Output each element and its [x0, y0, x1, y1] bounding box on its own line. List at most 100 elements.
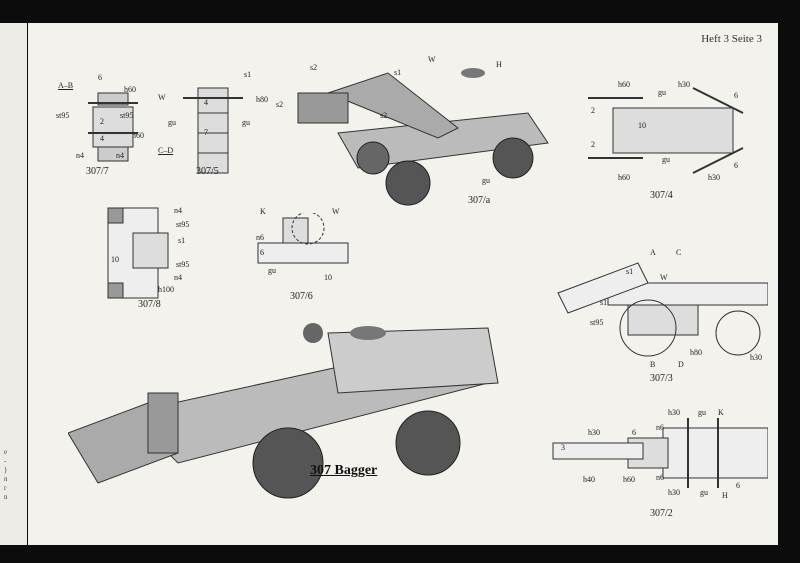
part-label: s2	[380, 111, 388, 120]
part-label: h80	[690, 348, 702, 357]
part-label: st95	[590, 318, 604, 327]
figure-caption: 307/a	[468, 195, 491, 206]
part-label: h60	[618, 80, 630, 89]
part-label: h30	[750, 353, 762, 362]
diagram-307-6	[257, 213, 349, 264]
illustration-307-bagger	[68, 323, 499, 499]
part-label: 6	[260, 248, 264, 257]
part-label: 4	[204, 98, 208, 107]
edge-char: r	[4, 484, 7, 492]
part-label: n4	[76, 151, 84, 160]
part-label: 4	[100, 134, 104, 143]
part-label: st95	[176, 260, 190, 269]
part-label: 10	[111, 255, 119, 264]
part-label: W	[660, 273, 668, 282]
part-label: 3	[561, 443, 565, 452]
figure-caption: 307/8	[138, 299, 161, 310]
part-label: h80	[256, 95, 268, 104]
part-label: W	[428, 55, 436, 64]
diagram-307-4	[588, 87, 744, 174]
part-label: h30	[588, 428, 600, 437]
part-label: H	[722, 491, 728, 500]
part-label: 6	[632, 428, 636, 437]
part-label: H	[496, 60, 502, 69]
part-label: gu	[700, 488, 708, 497]
figure-caption: 307/3	[650, 373, 673, 384]
part-label: h100	[158, 285, 174, 294]
part-label: h30	[668, 488, 680, 497]
part-label: h30	[668, 408, 680, 417]
part-label: s2	[310, 63, 318, 72]
part-label: h40	[583, 475, 595, 484]
part-label: gu	[658, 88, 666, 97]
diagram-307-7	[88, 92, 138, 162]
edge-char: }	[4, 466, 8, 474]
part-label: gu	[482, 176, 490, 185]
part-label: s1	[394, 68, 402, 77]
part-label: 6	[736, 481, 740, 490]
diagram-307-3	[557, 262, 768, 357]
figure-caption: 307/4	[650, 190, 673, 201]
part-label: 6	[734, 91, 738, 100]
part-label: W	[332, 207, 340, 216]
part-label: 6	[734, 161, 738, 170]
part-label: st95	[176, 220, 190, 229]
part-label: D	[678, 360, 684, 369]
part-label: n6	[256, 233, 264, 242]
diagram-307-8	[107, 207, 169, 299]
manual-page: Heft 3 Seite 3 A–B 6 h60 st95 st95 2 4 h…	[28, 23, 778, 545]
part-label: A	[650, 248, 656, 257]
diagram-307-5	[183, 87, 243, 174]
part-label: 10	[638, 121, 646, 130]
part-label: gu	[268, 266, 276, 275]
part-label: 10	[324, 273, 332, 282]
part-label: 2	[591, 106, 595, 115]
part-label: h30	[678, 80, 690, 89]
illustration-307-a	[297, 68, 549, 206]
part-label: h60	[124, 85, 136, 94]
part-label: n6	[656, 473, 664, 482]
figure-caption: 307/7	[86, 166, 109, 177]
figure-caption: 307/6	[290, 291, 313, 302]
edge-char: n	[4, 475, 8, 483]
part-label: h60	[132, 131, 144, 140]
part-label: st95	[56, 111, 70, 120]
part-label: s1	[626, 267, 634, 276]
section-label: C–D	[158, 146, 174, 155]
left-page-edge: e - } n r n	[0, 23, 27, 545]
part-label: h30	[708, 173, 720, 182]
part-label: n4	[174, 206, 182, 215]
left-page-text: e - } n r n	[4, 448, 8, 502]
diagram-307-2	[552, 418, 768, 488]
part-label: B	[650, 360, 656, 369]
part-label: K	[260, 207, 266, 216]
figure-caption: 307/2	[650, 508, 673, 519]
edge-char: -	[4, 457, 7, 465]
part-label: s1	[178, 236, 186, 245]
part-label: 6	[98, 73, 102, 82]
edge-char: n	[4, 493, 8, 501]
edge-char: e	[4, 448, 8, 456]
part-label: 7	[204, 128, 208, 137]
part-label: gu	[168, 118, 176, 127]
model-title: 307 Bagger	[310, 463, 378, 478]
part-label: s1	[600, 298, 608, 307]
part-label: gu	[662, 155, 670, 164]
part-label: s1	[244, 70, 252, 79]
part-label: st95	[120, 111, 134, 120]
section-label: A–B	[58, 81, 74, 90]
part-label: 2	[591, 140, 595, 149]
part-label: gu	[242, 118, 250, 127]
figure-caption: 307/5	[196, 166, 219, 177]
part-label: 2	[100, 117, 104, 126]
part-label: C	[676, 248, 682, 257]
part-label: h60	[618, 173, 630, 182]
part-label: h60	[623, 475, 635, 484]
part-label: W	[158, 93, 166, 102]
part-label: n4	[174, 273, 182, 282]
part-label: s2	[276, 100, 284, 109]
part-label: K	[718, 408, 724, 417]
part-label: n4	[116, 151, 124, 160]
part-label: n6	[656, 423, 664, 432]
page-header: Heft 3 Seite 3	[701, 33, 762, 45]
